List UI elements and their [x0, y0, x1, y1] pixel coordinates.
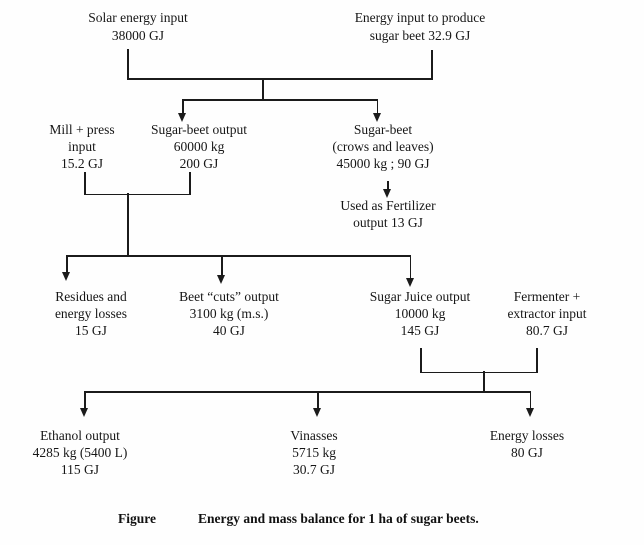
- flow-line: [84, 391, 531, 393]
- node-text-line: energy losses: [54, 306, 128, 321]
- node-text-line: input: [68, 139, 96, 154]
- node-text-line: 80.7 GJ: [525, 323, 568, 338]
- node-text-line: output 13 GJ: [353, 215, 423, 230]
- node-text-line: sugar beet 32.9 GJ: [369, 28, 471, 43]
- flow-line: [127, 49, 129, 79]
- node-text-line: 10000 kg: [394, 306, 446, 321]
- node-text-line: Residues and: [55, 289, 127, 304]
- flow-line: [182, 99, 184, 114]
- node-fermenter-extractor-input: Fermenter + extractor input 80.7 GJ: [477, 288, 617, 339]
- flow-line: [420, 348, 422, 373]
- flow-line: [483, 371, 485, 392]
- flow-line: [84, 193, 191, 195]
- flow-line: [536, 348, 538, 373]
- node-text-line: (crows and leaves): [332, 139, 434, 154]
- arrow-down-icon: [383, 189, 391, 198]
- node-text-line: 80 GJ: [511, 445, 543, 460]
- node-sugar-beet-crows-leaves: Sugar-beet (crows and leaves) 45000 kg ;…: [313, 121, 453, 172]
- node-energy-losses: Energy losses 80 GJ: [457, 427, 597, 461]
- node-text-line: 4285 kg (5400 L): [32, 445, 128, 460]
- arrow-down-icon: [313, 408, 321, 417]
- node-text-line: 5715 kg: [292, 445, 336, 460]
- node-text-line: Sugar Juice output: [369, 289, 471, 304]
- flow-line: [409, 255, 411, 279]
- node-text-line: 38000 GJ: [111, 28, 165, 43]
- flow-line: [127, 78, 433, 80]
- arrow-down-icon: [217, 275, 225, 284]
- node-beet-cuts-output: Beet “cuts” output 3100 kg (m.s.) 40 GJ: [159, 288, 299, 339]
- arrow-down-icon: [80, 408, 88, 417]
- node-sugar-juice-output: Sugar Juice output 10000 kg 145 GJ: [350, 288, 490, 339]
- flow-line: [262, 78, 264, 100]
- flow-line: [66, 255, 411, 257]
- node-text-line: Ethanol output: [40, 428, 120, 443]
- flow-line: [529, 391, 531, 409]
- node-sugar-beet-output: Sugar-beet output 60000 kg 200 GJ: [139, 121, 259, 172]
- arrow-down-icon: [178, 113, 186, 122]
- node-text-line: 3100 kg (m.s.): [189, 306, 269, 321]
- flow-line: [387, 181, 389, 190]
- node-text-line: 15 GJ: [75, 323, 107, 338]
- flow-line: [376, 99, 378, 114]
- node-text-line: Solar energy input: [88, 10, 188, 25]
- node-text-line: 40 GJ: [213, 323, 245, 338]
- node-text-line: Beet “cuts” output: [179, 289, 279, 304]
- node-text-line: Energy losses: [489, 428, 565, 443]
- flow-line: [66, 255, 68, 274]
- node-text-line: 60000 kg: [173, 139, 225, 154]
- flow-line: [189, 172, 191, 195]
- figure-caption-text: Energy and mass balance for 1 ha of suga…: [198, 511, 479, 526]
- node-text-line: extractor input: [507, 306, 587, 321]
- node-solar-input: Solar energy input 38000 GJ: [48, 9, 228, 45]
- flow-line: [84, 172, 86, 195]
- node-text-line: Mill + press: [49, 122, 115, 137]
- node-text-line: Vinasses: [290, 428, 338, 443]
- flow-line: [420, 371, 538, 373]
- flow-line: [317, 391, 319, 409]
- node-text-line: Fermenter +: [513, 289, 581, 304]
- node-text-line: 45000 kg ; 90 GJ: [336, 156, 430, 171]
- flow-line: [221, 255, 223, 276]
- node-residues-losses: Residues and energy losses 15 GJ: [31, 288, 151, 339]
- arrow-down-icon: [525, 408, 534, 417]
- figure-caption-label: Figure: [118, 511, 156, 526]
- arrow-down-icon: [405, 278, 414, 287]
- node-text-line: Used as Fertilizer: [340, 198, 436, 213]
- flow-line: [127, 193, 129, 256]
- node-text-line: 30.7 GJ: [292, 462, 335, 477]
- flow-line: [84, 391, 86, 409]
- node-text-line: Sugar-beet: [353, 122, 413, 137]
- node-vinasses: Vinasses 5715 kg 30.7 GJ: [244, 427, 384, 478]
- node-text-line: 145 GJ: [400, 323, 440, 338]
- flow-line: [182, 99, 378, 101]
- arrow-down-icon: [372, 113, 381, 122]
- node-text-line: 115 GJ: [60, 462, 100, 477]
- node-text-line: 15.2 GJ: [60, 156, 103, 171]
- node-ethanol-output: Ethanol output 4285 kg (5400 L) 115 GJ: [10, 427, 150, 478]
- node-text-line: 200 GJ: [179, 156, 219, 171]
- node-fertilizer-output: Used as Fertilizer output 13 GJ: [318, 197, 458, 231]
- node-mill-press-input: Mill + press input 15.2 GJ: [22, 121, 142, 172]
- node-text-line: Energy input to produce: [354, 10, 486, 25]
- flow-line: [431, 50, 433, 79]
- node-text-line: Sugar-beet output: [150, 122, 248, 137]
- arrow-down-icon: [62, 272, 70, 281]
- node-energy-input: Energy input to produce sugar beet 32.9 …: [330, 9, 510, 45]
